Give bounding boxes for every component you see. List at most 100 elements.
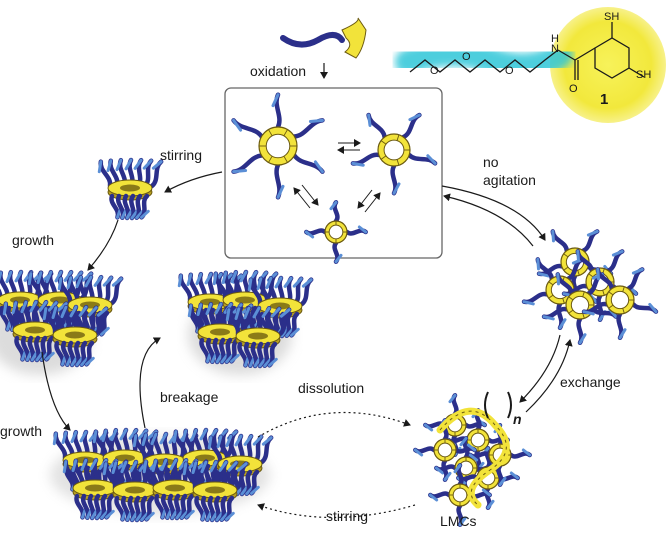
repeat-n-label: n: [513, 411, 522, 427]
peg-chain-tip: [204, 272, 213, 285]
sh-top-label: SH: [604, 11, 619, 23]
peg-chain-tip: [468, 453, 479, 462]
peg-chain-tip: [177, 274, 183, 288]
peg-chain-tip: [367, 113, 372, 127]
peg-chain-tip: [230, 270, 238, 284]
fiber-stacks: [0, 157, 314, 523]
peg-chain-tip: [61, 431, 68, 445]
peg-chain-tip: [87, 306, 98, 317]
stirring-bottom-label: stirring: [326, 508, 368, 524]
no-agitation-label-line2: agitation: [483, 172, 536, 188]
growth-top-label: growth: [12, 232, 54, 248]
peg-chain-tip: [536, 257, 540, 271]
peg-chain-tip: [36, 271, 43, 285]
peg-chain-tip: [290, 327, 300, 337]
peg-chain-tip: [105, 509, 115, 519]
disc-hole: [115, 454, 135, 462]
peg-chain-tip: [2, 302, 8, 316]
peg-chain-tip: [225, 434, 233, 448]
peg-chain-tip: [38, 300, 48, 312]
peg-chain-tip: [42, 307, 48, 321]
peg-chain-tip: [274, 276, 283, 289]
peg-chain-tip: [611, 249, 624, 257]
peg-chain-tip: [115, 158, 123, 172]
peg-chain-tip: [631, 267, 644, 275]
disc-hole: [165, 484, 185, 492]
peg-chain-tip: [181, 429, 188, 443]
peg-chain-tip: [448, 393, 457, 404]
peg-chain-tip: [140, 209, 150, 219]
peg-chain-tip: [101, 429, 108, 443]
peg-chain-tip: [52, 432, 58, 446]
ring-inner: [437, 442, 453, 458]
peg-chain-tip: [84, 275, 93, 288]
lmc-backbone: [436, 407, 510, 509]
ring-inner: [265, 133, 291, 159]
peg-chain-tip: [200, 460, 208, 474]
macrocycle: [231, 92, 325, 200]
amide-n-label: N: [551, 43, 559, 55]
peg-chain-tip: [66, 276, 73, 290]
peg-chain-tip: [151, 459, 158, 473]
dissolution-label: dissolution: [298, 380, 364, 396]
peg-chain-tip: [187, 304, 193, 318]
disc-hole: [85, 484, 105, 492]
stacked-macrocycle: [102, 459, 169, 523]
peg-chain-tip: [129, 460, 138, 473]
peg-chain-tip: [0, 271, 3, 282]
peg-chain-tip: [111, 277, 123, 287]
peg-chain-tip: [81, 272, 93, 282]
stacked-macrocycle: [97, 157, 164, 221]
peg-chain-tip: [256, 277, 263, 291]
peg-chain-tip: [54, 270, 63, 283]
peg-chain-tip: [63, 270, 73, 282]
macrocycle: [413, 418, 477, 482]
peg-chain-tip: [62, 460, 68, 474]
peg-chain-tip: [498, 476, 507, 487]
peg-chain-tip: [252, 306, 261, 319]
peg-chain-tip: [582, 310, 595, 316]
peg-chain-tip: [79, 430, 88, 443]
lmc-structure: [413, 393, 532, 527]
stacked-macrocycle: [187, 301, 254, 365]
peg-chain-tip: [357, 225, 368, 234]
peg-chain-tip: [199, 428, 208, 441]
peg-chain-tip: [45, 351, 55, 361]
peg-chain-tip: [247, 278, 253, 292]
peg-chain-tip: [102, 276, 113, 287]
peg-chain-tip: [239, 270, 248, 283]
peg-chain-tip: [185, 509, 195, 519]
peg-chain-tip: [428, 493, 439, 502]
peg-chain-tip: [124, 158, 133, 171]
peg-chain-tip: [292, 277, 303, 288]
peg-chain-tip: [133, 158, 143, 170]
peg-chain-tip: [218, 460, 228, 472]
peg-chain-tip: [486, 499, 495, 510]
macrocycle: [428, 463, 492, 527]
peg-chain-tip: [212, 272, 218, 286]
peg-chain-tip: [243, 434, 253, 446]
peg-chain-tip: [128, 428, 138, 440]
peg-chain-tip: [276, 184, 285, 199]
peg-chain-tip: [426, 154, 437, 165]
peg-chain-tip: [182, 462, 188, 476]
peg-chain-tip: [481, 488, 492, 497]
peg-chain-tip: [27, 272, 33, 286]
disc-hole: [235, 296, 255, 304]
peg-chain-tip: [423, 423, 434, 432]
peg-chain-tip: [578, 333, 587, 345]
peg-chain-tip: [75, 275, 83, 289]
disc-hole: [200, 298, 220, 306]
peg-chain-tip: [265, 276, 273, 290]
peg-chain-tip: [542, 315, 555, 321]
compound-number: 1: [600, 91, 608, 108]
peg-chain-tip: [14, 270, 23, 283]
peg-chain-tip: [142, 460, 148, 474]
peg-chain-tip: [110, 428, 118, 442]
peg-chain-tip: [69, 305, 78, 318]
ring-inner: [328, 224, 344, 240]
peg-chain-tip: [351, 161, 365, 167]
macrocycle: [581, 267, 659, 341]
peg-chain-tip: [458, 516, 467, 527]
peg-chain-tip: [252, 435, 263, 446]
